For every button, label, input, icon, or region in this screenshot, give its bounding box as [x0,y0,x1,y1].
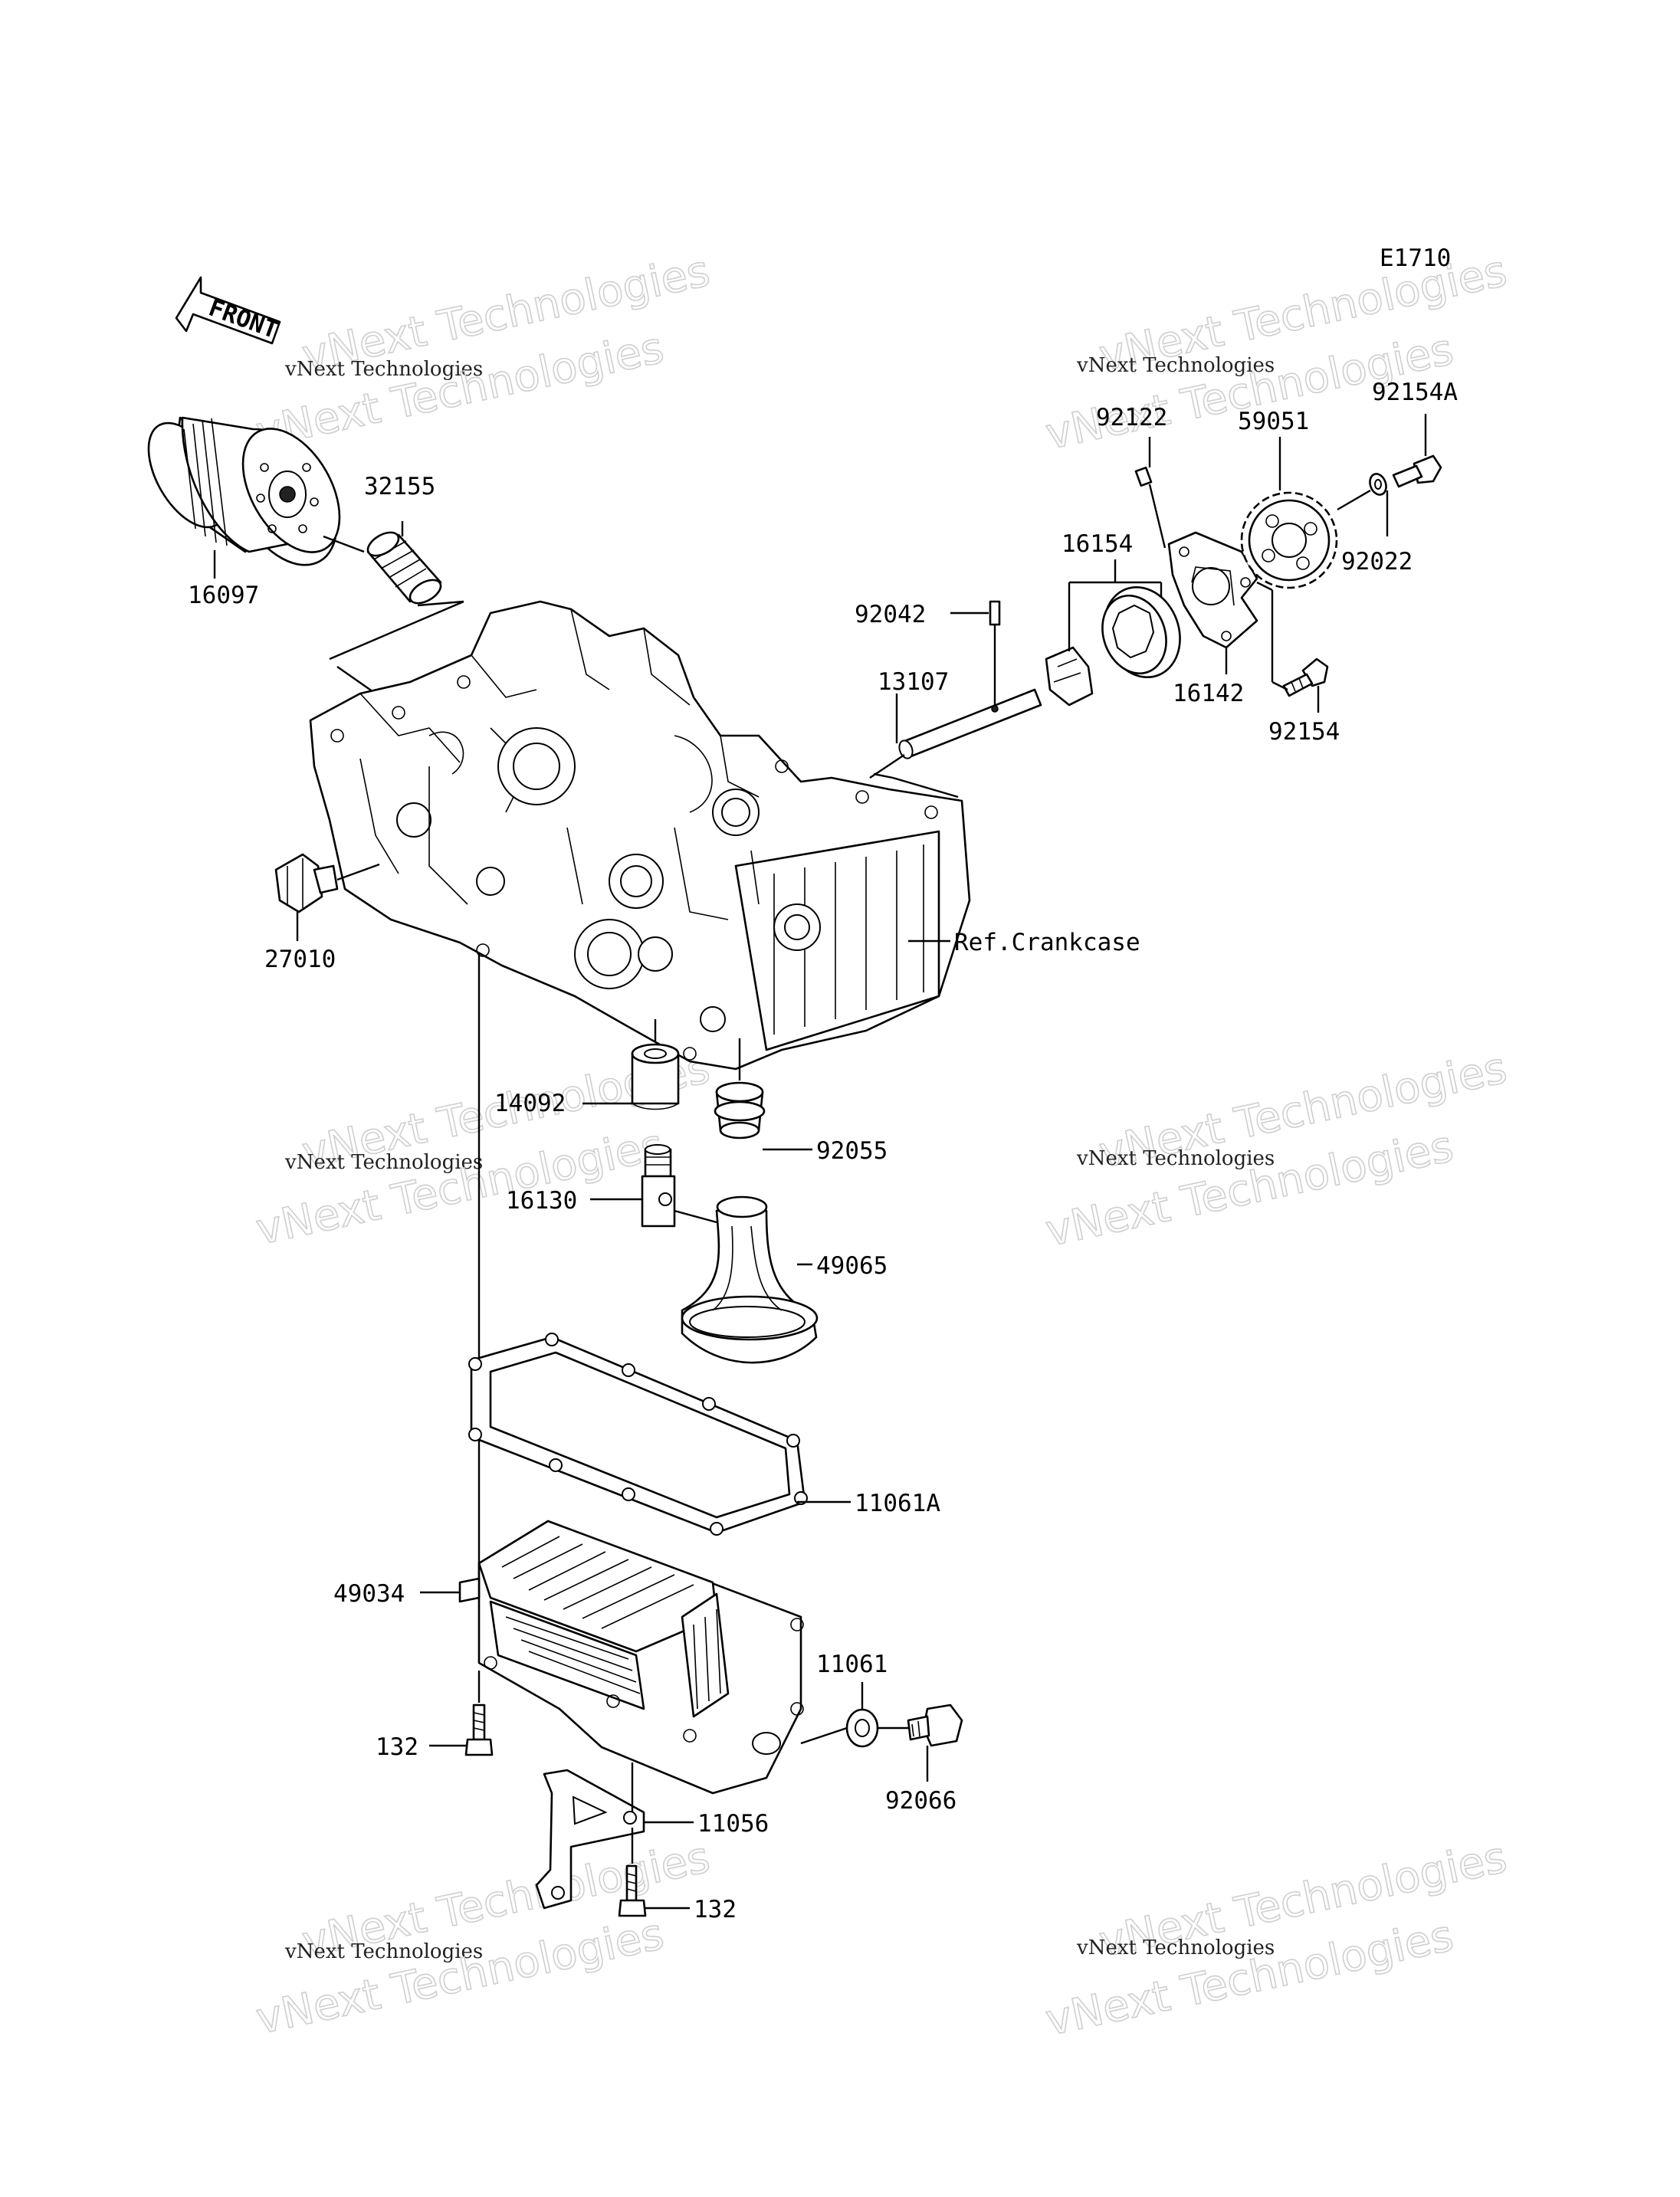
watermark-bottom-right: vNext Technologies vNext Technologies vN… [1041,1832,1511,2047]
label-92066: 92066 [885,1787,956,1815]
oil-pan [458,1520,804,1795]
label-16130: 16130 [506,1187,577,1215]
bracket [535,1769,645,1910]
label-49034: 49034 [333,1580,405,1608]
drain-gasket [845,1708,879,1748]
diagram-code: E1710 [1380,244,1451,272]
oil-pressure-switch [274,853,339,913]
bracket-bolt [618,1864,647,1917]
cover-bolt [1282,657,1329,697]
watermark-text: vNext Technologies [1076,354,1275,377]
label-132-pan: 132 [376,1733,418,1761]
label-16097: 16097 [188,582,259,609]
front-label: FRONT [205,294,282,345]
pan-bolt [464,1703,494,1756]
watermark-text: vNext Technologies [284,1151,483,1174]
label-11061A: 11061A [855,1490,940,1517]
watermark-text: vNext Technologies [1076,1147,1275,1170]
oil-seal-ring [714,1081,766,1139]
pump-shaft [898,688,1042,759]
dowel-pin [1134,466,1153,487]
label-92122: 92122 [1096,404,1167,431]
gear-bolt [1392,454,1442,488]
label-14092: 14092 [494,1090,566,1117]
pump-shaft-pin [989,600,1001,626]
pan-gasket [468,1333,808,1536]
label-92055: 92055 [816,1137,888,1165]
label-132-bracket: 132 [694,1896,737,1923]
watermark-text: vNext Technologies [1076,1936,1275,1959]
watermark-mid-right: vNext Technologies vNext Technologies vN… [1041,1043,1511,1258]
outer-rotor [1101,585,1181,679]
label-49065: 49065 [816,1252,888,1280]
collar [631,1043,680,1110]
oil-screen [681,1195,819,1364]
filter-fitting [366,531,442,605]
label-92022: 92022 [1341,548,1413,575]
watermark-text: vNext Technologies [284,1940,483,1963]
label-92154: 92154 [1268,718,1340,746]
label-11061: 11061 [816,1651,888,1678]
oil-filter [147,416,341,566]
front-arrow-icon: FRONT [175,276,282,345]
label-16154: 16154 [1061,530,1133,558]
label-92154A: 92154A [1372,379,1458,406]
fitting [641,1144,676,1228]
watermark-bottom-left: vNext Technologies vNext Technologies vN… [251,1832,714,2045]
label-59051: 59051 [1238,408,1309,435]
pump-gear [1240,491,1338,589]
label-13107: 13107 [878,668,949,696]
label-16142: 16142 [1173,680,1244,707]
label-11056: 11056 [697,1810,769,1838]
watermark-top-left: vNext Technologies vNext Technologies vN… [251,246,714,459]
label-92042: 92042 [855,601,926,628]
ref-crankcase-label: Ref.Crankcase [954,929,1140,956]
watermark-text: vNext Technologies [284,358,483,381]
crankcase [309,600,971,1071]
inner-rotor [1045,646,1094,707]
drain-plug [907,1703,963,1747]
pump-cover [1167,531,1258,649]
label-32155: 32155 [364,473,435,500]
gear-washer [1369,473,1387,496]
label-27010: 27010 [264,946,336,973]
